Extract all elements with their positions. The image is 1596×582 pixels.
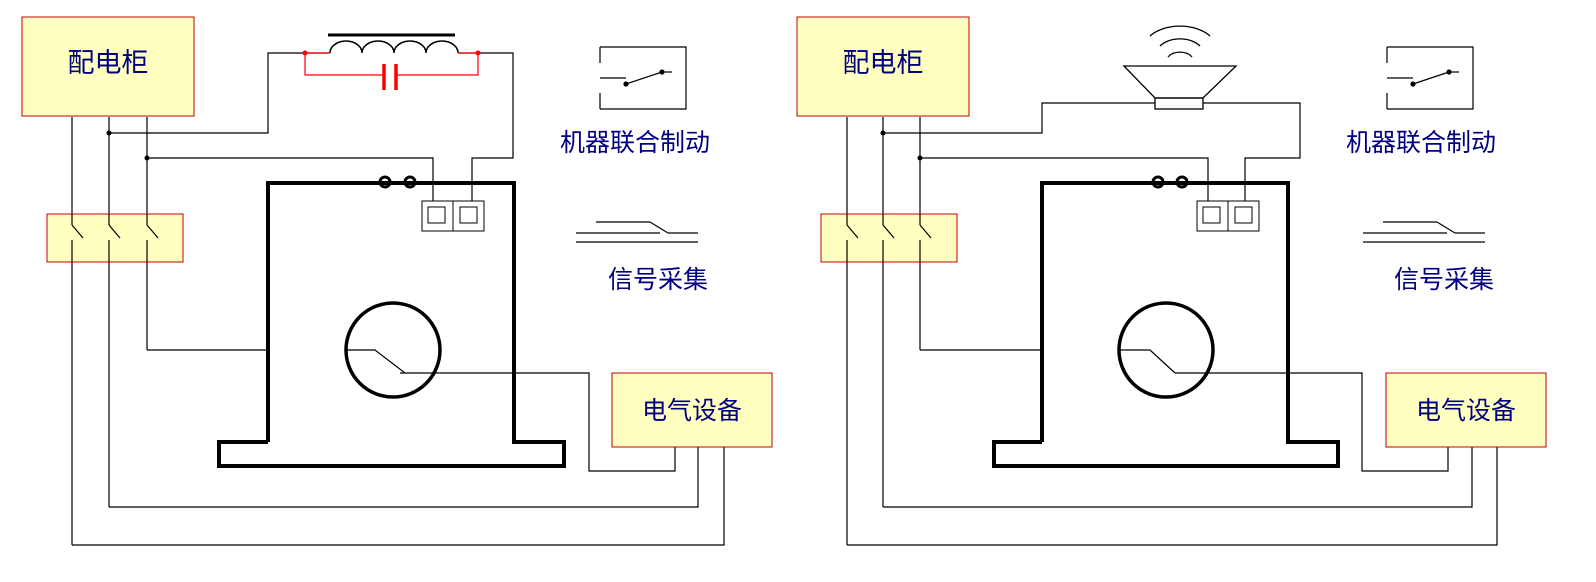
left-breaker-box — [46, 213, 184, 263]
right-brake-relay-icon — [1386, 46, 1474, 110]
right-equipment-label: 电气设备 — [1416, 396, 1516, 425]
left-breaker-switches — [71, 214, 159, 262]
left-cabinet-label: 配电柜 — [68, 48, 149, 79]
left-wires — [71, 52, 725, 546]
right-signal-label: 信号采集 — [1394, 265, 1494, 294]
right-equipment-box — [1385, 372, 1547, 448]
right-junction-dot — [917, 155, 923, 161]
right-current-transformer — [992, 175, 1340, 468]
right-breaker-box — [820, 213, 958, 263]
left-equipment-box — [611, 372, 773, 448]
left-junction-dot — [144, 155, 150, 161]
left-brake-relay-icon — [599, 46, 687, 110]
right-cabinet-label: 配电柜 — [843, 48, 924, 79]
right-cabinet-box — [796, 16, 970, 117]
left-panel: 配电柜 — [21, 16, 773, 546]
left-brake-label: 机器联合制动 — [560, 128, 710, 157]
left-current-transformer — [217, 175, 566, 468]
right-horn-speaker-icon — [1122, 25, 1238, 110]
right-panel: 配电柜 — [796, 16, 1547, 546]
left-lc-capacitor-icon — [302, 50, 481, 90]
right-junction-dot — [880, 130, 886, 136]
right-breaker-switches — [846, 214, 932, 262]
left-cabinet-box — [21, 16, 195, 117]
left-signal-switch-icon — [576, 221, 698, 243]
right-signal-switch-icon — [1363, 221, 1485, 243]
left-junction-dot — [106, 130, 112, 136]
left-equipment-label: 电气设备 — [642, 396, 742, 425]
left-inductor-icon — [328, 33, 459, 54]
right-brake-label: 机器联合制动 — [1346, 128, 1496, 157]
left-signal-label: 信号采集 — [608, 265, 708, 294]
right-wires — [846, 102, 1498, 546]
